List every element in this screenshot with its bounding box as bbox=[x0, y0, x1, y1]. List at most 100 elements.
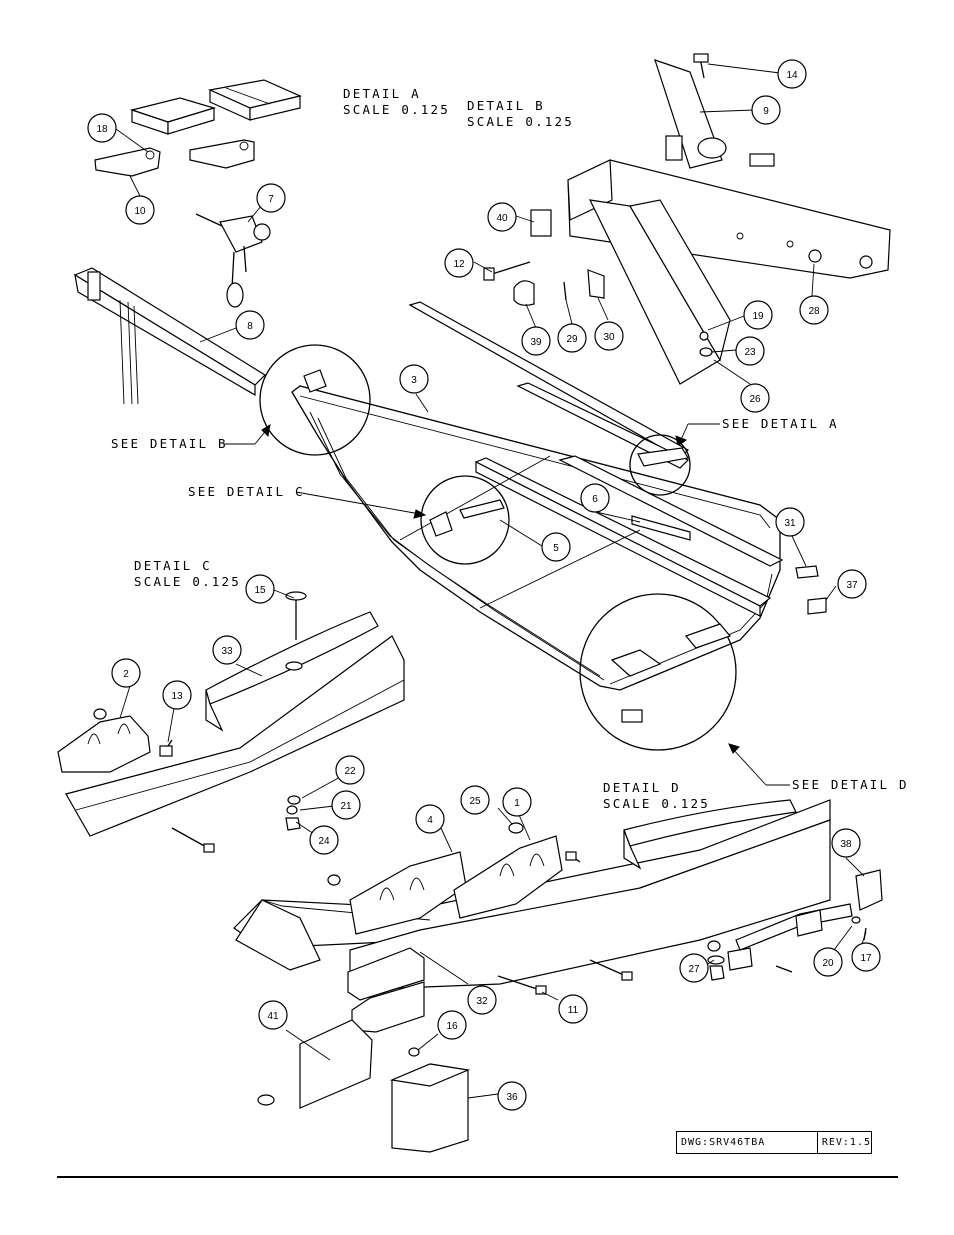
svg-text:14: 14 bbox=[786, 70, 798, 81]
balloon: 22 bbox=[335, 755, 365, 785]
svg-text:32: 32 bbox=[476, 996, 488, 1007]
svg-text:1: 1 bbox=[514, 798, 520, 809]
svg-text:40: 40 bbox=[496, 213, 508, 224]
svg-text:15: 15 bbox=[254, 585, 266, 596]
svg-text:26: 26 bbox=[749, 394, 761, 405]
balloon: 13 bbox=[162, 680, 192, 710]
balloon: 24 bbox=[309, 825, 339, 855]
svg-text:11: 11 bbox=[568, 1005, 579, 1016]
svg-text:20: 20 bbox=[822, 958, 834, 969]
balloon: 4 bbox=[415, 804, 445, 834]
balloon: 28 bbox=[799, 295, 829, 325]
detail-d-scale: SCALE 0.125 bbox=[603, 796, 710, 811]
svg-text:12: 12 bbox=[453, 259, 465, 270]
svg-text:18: 18 bbox=[96, 124, 108, 135]
balloon: 29 bbox=[557, 323, 587, 353]
svg-text:9: 9 bbox=[763, 106, 769, 117]
detail-c-bunk bbox=[57, 591, 405, 853]
detail-c-title: DETAIL C bbox=[134, 558, 212, 573]
svg-text:28: 28 bbox=[808, 306, 820, 317]
svg-text:19: 19 bbox=[752, 311, 764, 322]
balloon: 33 bbox=[212, 635, 242, 665]
balloon: 25 bbox=[460, 785, 490, 815]
see-detail-b: SEE DETAIL B bbox=[111, 436, 228, 451]
balloon: 6 bbox=[580, 483, 610, 513]
balloon: 31 bbox=[775, 507, 805, 537]
balloon: 3 bbox=[399, 364, 429, 394]
balloon: 37 bbox=[837, 569, 867, 599]
balloon: 40 bbox=[487, 202, 517, 232]
svg-text:10: 10 bbox=[134, 206, 146, 217]
balloon: 15 bbox=[245, 574, 275, 604]
balloon: 18 bbox=[87, 113, 117, 143]
balloon: 32 bbox=[467, 985, 497, 1015]
balloon: 2 bbox=[111, 658, 141, 688]
balloon: 21 bbox=[331, 790, 361, 820]
balloon: 7 bbox=[256, 183, 286, 213]
revision: REV:1.5 bbox=[821, 1137, 871, 1148]
svg-text:25: 25 bbox=[469, 796, 481, 807]
svg-text:3: 3 bbox=[411, 375, 417, 386]
detail-labels: DETAIL A SCALE 0.125 DETAIL B SCALE 0.12… bbox=[134, 86, 710, 811]
svg-text:33: 33 bbox=[221, 646, 233, 657]
balloon: 12 bbox=[444, 248, 474, 278]
balloon: 8 bbox=[235, 310, 265, 340]
bunk-pads-detail-a bbox=[94, 79, 302, 177]
detail-d-bunk bbox=[233, 799, 883, 1153]
svg-text:13: 13 bbox=[171, 691, 183, 702]
drawing-number: DWG:SRV46TBA bbox=[677, 1132, 818, 1153]
detail-circles bbox=[259, 344, 737, 751]
svg-text:41: 41 bbox=[267, 1011, 279, 1022]
svg-text:37: 37 bbox=[846, 580, 858, 591]
main-trailer-frame bbox=[291, 301, 827, 691]
balloon: 38 bbox=[831, 828, 861, 858]
balloon: 14 bbox=[777, 59, 807, 89]
svg-text:27: 27 bbox=[688, 964, 700, 975]
svg-text:36: 36 bbox=[506, 1092, 518, 1103]
winch-assembly bbox=[195, 213, 271, 308]
svg-text:39: 39 bbox=[530, 337, 542, 348]
detail-b-title: DETAIL B bbox=[467, 98, 545, 113]
see-detail-d: SEE DETAIL D bbox=[792, 777, 909, 792]
svg-text:38: 38 bbox=[840, 839, 852, 850]
balloon: 20 bbox=[813, 947, 843, 977]
front-crossmember bbox=[567, 53, 891, 385]
see-detail-callouts: SEE DETAIL A SEE DETAIL B SEE DETAIL C S… bbox=[111, 416, 909, 792]
balloon: 36 bbox=[497, 1081, 527, 1111]
svg-text:7: 7 bbox=[268, 194, 274, 205]
svg-text:6: 6 bbox=[592, 494, 598, 505]
balloon: 30 bbox=[594, 321, 624, 351]
svg-text:29: 29 bbox=[566, 334, 578, 345]
detail-b-scale: SCALE 0.125 bbox=[467, 114, 574, 129]
balloon: 16 bbox=[437, 1010, 467, 1040]
balloon: 5 bbox=[541, 532, 571, 562]
balloon: 11 bbox=[558, 994, 588, 1024]
svg-text:30: 30 bbox=[603, 332, 615, 343]
detail-a-title: DETAIL A bbox=[343, 86, 421, 101]
detail-d-title: DETAIL D bbox=[603, 780, 681, 795]
balloon: 26 bbox=[740, 383, 770, 413]
balloon: 19 bbox=[743, 300, 773, 330]
detail-c-scale: SCALE 0.125 bbox=[134, 574, 241, 589]
see-detail-c: SEE DETAIL C bbox=[188, 484, 305, 499]
footer-rule bbox=[57, 1176, 898, 1178]
svg-text:4: 4 bbox=[427, 815, 433, 826]
detail-a-scale: SCALE 0.125 bbox=[343, 102, 450, 117]
svg-text:23: 23 bbox=[744, 347, 756, 358]
see-detail-a: SEE DETAIL A bbox=[722, 416, 839, 431]
tongue-winch-post bbox=[73, 267, 266, 405]
balloon: 17 bbox=[851, 942, 881, 972]
balloon: 10 bbox=[125, 195, 155, 225]
balloon: 39 bbox=[521, 326, 551, 356]
balloon: 27 bbox=[679, 953, 709, 983]
svg-text:17: 17 bbox=[860, 953, 872, 964]
svg-text:21: 21 bbox=[340, 801, 352, 812]
balloon: 23 bbox=[735, 336, 765, 366]
svg-text:24: 24 bbox=[318, 836, 330, 847]
balloon: 41 bbox=[258, 1000, 288, 1030]
svg-text:22: 22 bbox=[344, 766, 356, 777]
balloon: 1 bbox=[502, 787, 532, 817]
svg-text:2: 2 bbox=[123, 669, 129, 680]
